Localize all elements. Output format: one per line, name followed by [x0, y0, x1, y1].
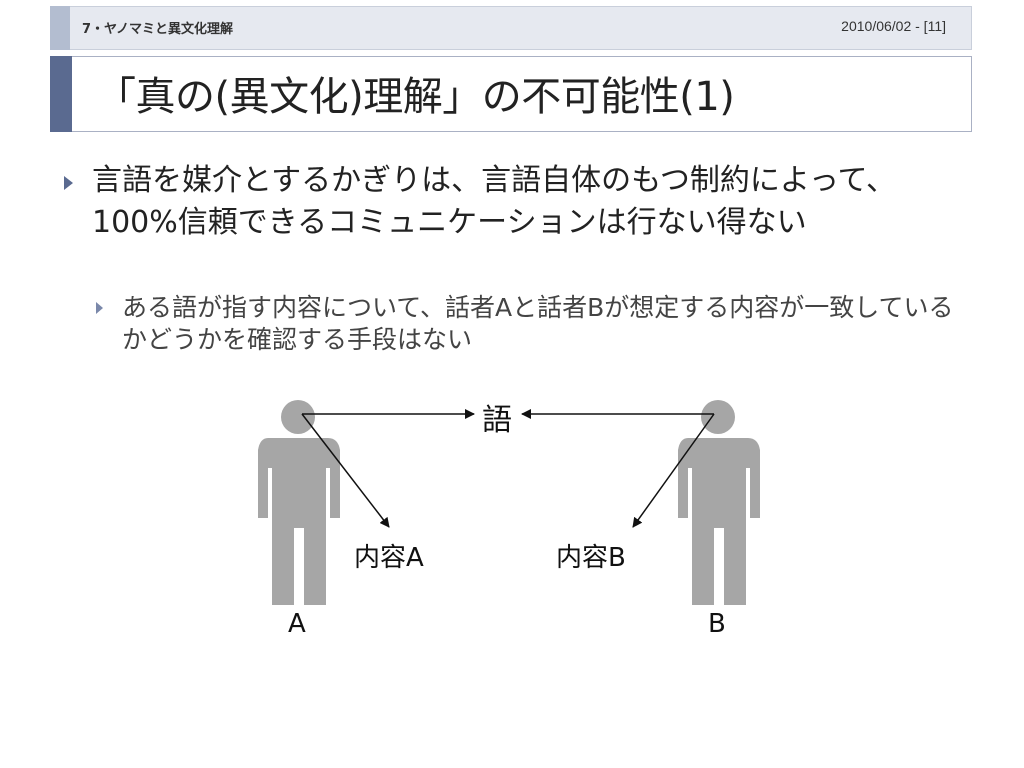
date-page-label: 2010/06/02 - [11]: [841, 18, 946, 34]
header-bar: [50, 6, 972, 50]
person-b-icon: [678, 400, 760, 605]
word-label: 語: [482, 403, 512, 438]
content-a-label: 内容A: [354, 543, 424, 573]
sub-bullet-arrow-icon: [96, 302, 103, 314]
arrows: [301, 409, 715, 528]
bullet-arrow-icon: [64, 176, 73, 190]
bullet-level1: 言語を媒介とするかぎりは、言語自体のもつ制約によって、100%信頼できるコミュニ…: [92, 163, 896, 240]
person-a-label: A: [288, 609, 306, 639]
title-accent: [50, 56, 72, 132]
person-a-icon: [258, 400, 340, 605]
person-b-label: B: [708, 609, 726, 639]
page-title: 「真の(異文化)理解」の不可能性(1): [96, 74, 735, 120]
title-box: [50, 56, 972, 132]
header-accent: [50, 6, 70, 50]
bullet-level2: ある語が指す内容について、話者Aと話者Bが想定する内容が一致しているかどうかを確…: [122, 293, 954, 354]
content-b-label: 内容B: [556, 543, 626, 573]
section-label: 7・ヤノマミと異文化理解: [82, 22, 234, 37]
